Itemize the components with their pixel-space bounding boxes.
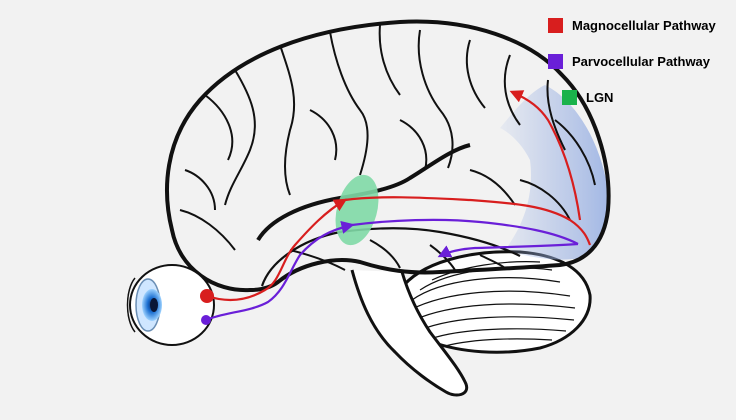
legend-item-lgn: LGN <box>562 88 613 106</box>
legend-label-parvocellular: Parvocellular Pathway <box>572 53 711 69</box>
eye <box>126 264 215 346</box>
parvocellular-swatch <box>548 53 563 69</box>
legend-item-magnocellular: Magnocellular Pathway <box>548 16 716 34</box>
lgn-region <box>335 174 379 246</box>
magnocellular-pathway <box>200 90 592 303</box>
legend-label-lgn: LGN <box>586 89 614 105</box>
legend-label-magnocellular: Magnocellular Pathway <box>572 17 716 33</box>
lgn-swatch <box>562 89 577 105</box>
visual-cortex-highlight <box>500 85 609 260</box>
brainstem <box>350 269 469 397</box>
parvocellular-pathway <box>201 218 579 325</box>
magnocellular-swatch <box>548 17 563 33</box>
legend-item-parvocellular: Parvocellular Pathway <box>548 52 710 70</box>
